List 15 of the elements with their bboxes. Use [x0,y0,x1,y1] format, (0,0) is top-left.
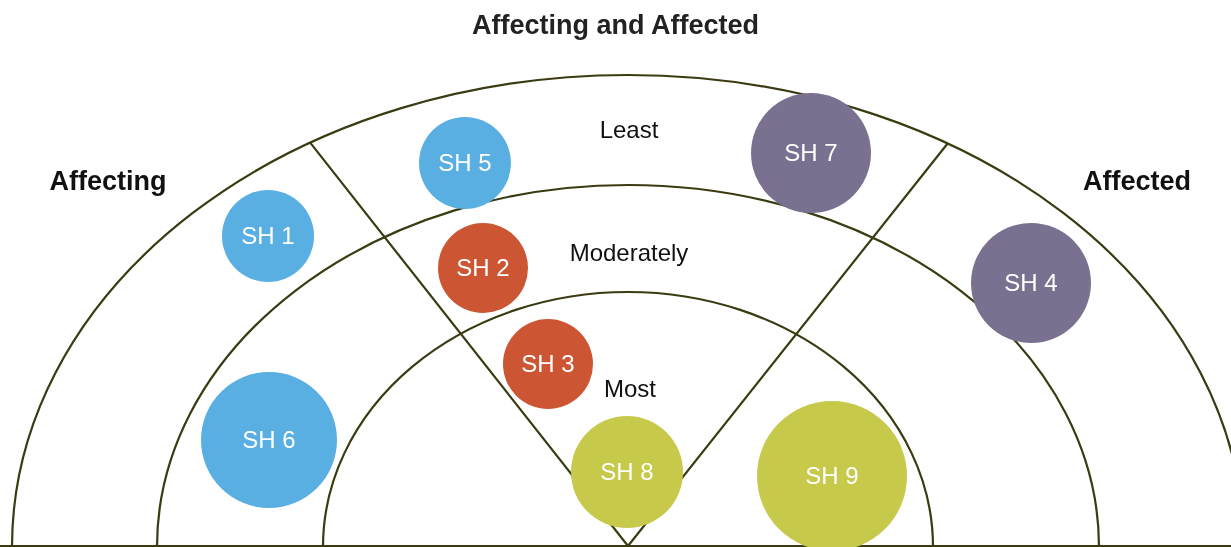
stakeholder-circle: SH 9 [757,401,907,547]
stakeholder-circle: SH 5 [419,117,511,209]
stakeholder-circle: SH 4 [971,223,1091,343]
stakeholder-circle: SH 7 [751,93,871,213]
stakeholder-circle: SH 1 [222,190,314,282]
stakeholder-circle: SH 2 [438,223,528,313]
stakeholder-circle: SH 6 [201,372,337,508]
side-label: Affecting [49,165,167,197]
ring-label: Least [599,116,659,144]
ring-label: Moderately [569,239,689,267]
diagram-title: Affecting and Affected [471,10,760,41]
stakeholder-circle: SH 3 [503,319,593,409]
side-label: Affected [1083,165,1191,197]
stakeholder-circle: SH 8 [571,416,683,528]
ring-label: Most [604,375,656,403]
